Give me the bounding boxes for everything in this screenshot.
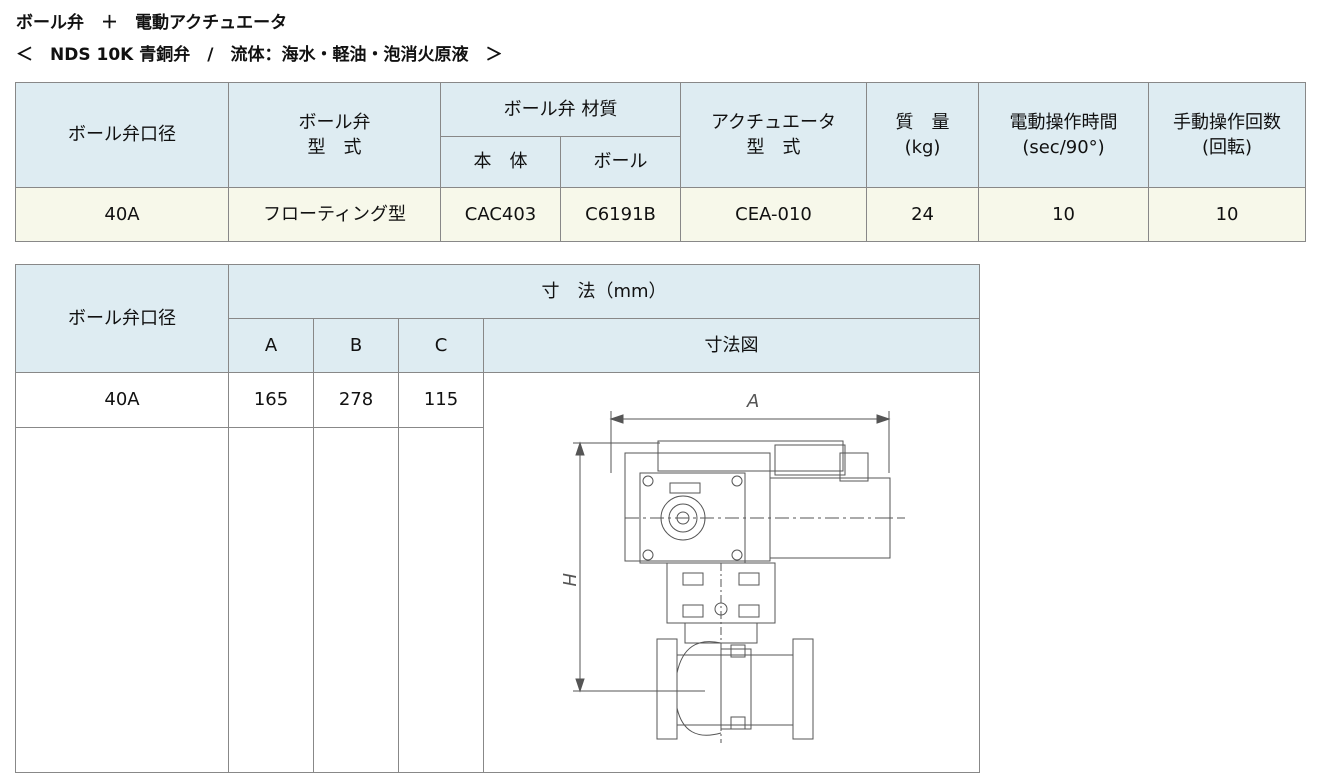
header-mass: 質 量 (kg) — [866, 82, 980, 188]
header-actuator-line2: 型 式 — [746, 137, 801, 158]
cell-mass: 24 — [866, 187, 980, 242]
header-body: 本 体 — [440, 136, 561, 188]
spec-table: ボール弁口径 ボール弁 型 式 ボール弁 材質 アクチュエータ 型 式 質 量 … — [15, 82, 1307, 242]
page-subtitle: ＜ NDS 10K 青銅弁 / 流体：海水・軽油・泡消火原液 ＞ — [16, 45, 503, 65]
dim-cell-size: 40A — [15, 371, 229, 429]
page-title: ボール弁 ＋ 電動アクチュエータ — [16, 13, 288, 33]
header-valve-type-line1: ボール弁 — [298, 111, 371, 133]
header-electric-line1: 電動操作時間 — [1009, 111, 1118, 133]
dimension-table: ボール弁口径 寸 法（mm） A B C 寸法図 40A 165 278 115 — [15, 264, 981, 774]
header-material: ボール弁 材質 — [439, 82, 682, 137]
cell-size: 40A — [15, 187, 229, 242]
dim-empty-c — [398, 427, 484, 774]
drawing-label-a: A — [746, 391, 759, 412]
header-ball: ボール — [559, 136, 682, 188]
header-actuator-type: アクチュエータ 型 式 — [680, 82, 868, 188]
dim-empty-size — [15, 427, 229, 774]
cell-manual-turns: 10 — [1148, 187, 1307, 242]
dim-cell-b: 278 — [313, 371, 399, 429]
dim-header-b: B — [313, 318, 399, 373]
header-mass-line2: (kg) — [904, 137, 941, 158]
header-actuator-line1: アクチュエータ — [710, 111, 837, 133]
dim-empty-b — [313, 427, 399, 774]
cell-type: フローティング型 — [228, 187, 441, 242]
header-manual-line1: 手動操作回数 — [1173, 111, 1282, 133]
drawing-label-h: H — [558, 573, 579, 587]
cell-body: CAC403 — [440, 187, 561, 242]
header-manual-turns: 手動操作回数 (回転) — [1148, 82, 1307, 188]
dim-header-dimensions: 寸 法（mm） — [227, 264, 981, 319]
dim-header-drawing: 寸法図 — [482, 318, 981, 373]
header-manual-line2: (回転) — [1201, 137, 1253, 158]
header-mass-line1: 質 量 — [895, 111, 950, 133]
dim-cell-c: 115 — [398, 371, 484, 429]
header-valve-size: ボール弁口径 — [15, 82, 229, 188]
header-valve-type: ボール弁 型 式 — [228, 82, 441, 188]
valve-actuator-drawing: A H — [558, 391, 905, 743]
cell-ball: C6191B — [559, 187, 682, 242]
dim-header-c: C — [398, 318, 484, 373]
dim-header-a: A — [228, 318, 314, 373]
header-valve-type-line2: 型 式 — [307, 137, 362, 158]
dim-cell-a: 165 — [228, 371, 314, 429]
cell-electric-time: 10 — [978, 187, 1150, 242]
dimension-drawing-cell: A H — [482, 371, 981, 774]
dim-header-valve-size: ボール弁口径 — [15, 264, 229, 373]
header-electric-line2: (sec/90°) — [1022, 137, 1105, 158]
header-electric-time: 電動操作時間 (sec/90°) — [978, 82, 1150, 188]
dim-empty-a — [228, 427, 314, 774]
cell-actuator: CEA-010 — [680, 187, 868, 242]
